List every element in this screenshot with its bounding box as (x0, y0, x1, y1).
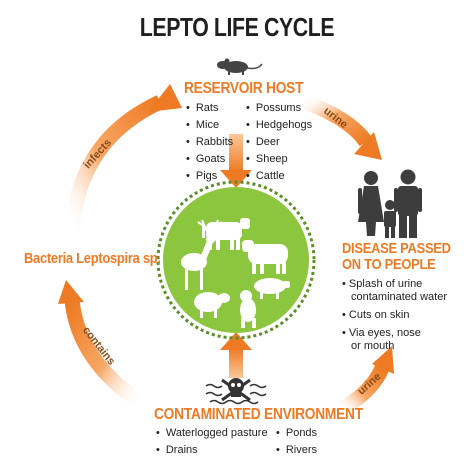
arrow-infects (64, 84, 182, 233)
list-item: Deer (246, 134, 312, 151)
environment-list-2: Ponds Rivers (276, 425, 317, 459)
list-item: Mice (186, 117, 233, 134)
list-item: Pigs (186, 168, 233, 185)
reservoir-list-1: Rats Mice Rabbits Goats Pigs (186, 100, 233, 185)
page-title: LEPTO LIFE CYCLE (139, 12, 335, 42)
cow-icon (202, 218, 250, 250)
list-item: Hedgehogs (246, 117, 312, 134)
list-item: Rabbits (186, 134, 233, 151)
list-item: Waterlogged pasture (156, 425, 268, 442)
arrow-urine-bottom (336, 346, 394, 417)
disease-heading-line1: DISEASE PASSED (342, 240, 451, 257)
pig-icon (254, 278, 290, 299)
list-item-continued: contaminated water (351, 291, 447, 303)
skull-crossbones-icon (221, 378, 251, 402)
sheep-icon (194, 292, 230, 318)
list-item: • Splash of urine (342, 278, 423, 290)
disease-list: • Splash of urine contaminated water • C… (342, 278, 447, 353)
bacteria-label: Bacteria Leptospira sp. (24, 250, 161, 267)
disease-heading-line2: ON TO PEOPLE (342, 256, 436, 273)
list-item-continued: or mouth (351, 340, 395, 352)
list-item: Rivers (276, 442, 317, 459)
list-item: Sheep (246, 151, 312, 168)
list-item: Goats (186, 151, 233, 168)
list-item: Possums (246, 100, 312, 117)
list-item: • Via eyes, nose (342, 327, 421, 339)
arrow-contains (58, 280, 145, 409)
list-item: Drains (156, 442, 268, 459)
cattle-icon (242, 240, 288, 274)
rat-icon (217, 58, 263, 75)
list-item: Ponds (276, 425, 317, 442)
dog-icon (240, 290, 256, 328)
list-item: Rats (186, 100, 233, 117)
arrow-environment-to-circle (220, 332, 252, 378)
reservoir-heading: RESERVOIR HOST (184, 80, 304, 97)
water-waves-icon (205, 383, 267, 405)
reservoir-list-2: Possums Hedgehogs Deer Sheep Cattle (246, 100, 312, 185)
list-item: Cattle (246, 168, 312, 185)
list-item: • Cuts on skin (342, 309, 410, 321)
environment-heading: CONTAMINATED ENVIRONMENT (154, 406, 363, 423)
people-family-icon (358, 169, 422, 238)
environment-list-1: Waterlogged pasture Drains (156, 425, 268, 459)
